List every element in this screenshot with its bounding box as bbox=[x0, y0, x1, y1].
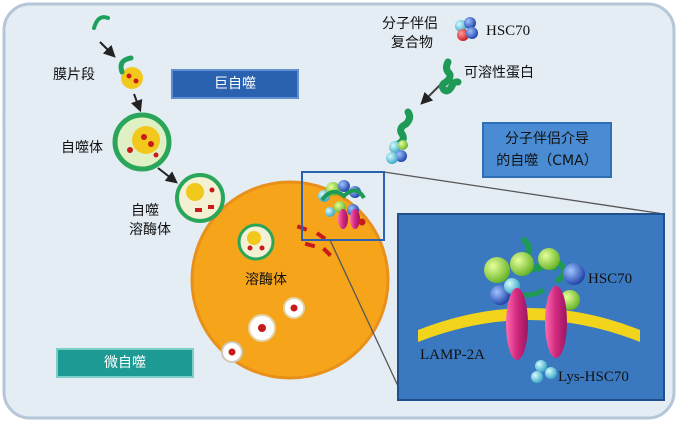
inset-lys-hsc70 bbox=[531, 360, 557, 383]
zoom-connector-top bbox=[383, 171, 665, 215]
lysosome bbox=[192, 182, 388, 378]
lamp2a-label: LAMP-2A bbox=[420, 347, 486, 363]
lysosome-vacuole-2 bbox=[283, 297, 305, 319]
zoom-connector-bottom bbox=[329, 239, 399, 387]
membrane-fragment-label: 膜片段 bbox=[53, 67, 95, 83]
microautophagy-budding-vesicle bbox=[221, 341, 243, 363]
lamp2a-channel-left bbox=[506, 288, 528, 360]
soluble-protein-icon bbox=[438, 58, 462, 95]
substrate-chaperone-approaching bbox=[386, 108, 414, 164]
arrow-2 bbox=[131, 93, 143, 113]
inset-hsc70-complex bbox=[484, 248, 585, 310]
autolysosome-label-line1: 自噬 bbox=[131, 203, 159, 219]
membrane-fragment-stage-1 bbox=[92, 15, 110, 30]
autolysosome-label-line2: 溶酶体 bbox=[129, 222, 171, 238]
lysosome-label: 溶酶体 bbox=[245, 272, 287, 288]
autophagosome-label: 自噬体 bbox=[61, 140, 103, 156]
inset-membrane bbox=[418, 308, 640, 342]
arrow-4 bbox=[420, 83, 442, 105]
zoom-region-box bbox=[301, 171, 385, 241]
chaperone-complex-label-line2: 复合物 bbox=[391, 35, 433, 51]
cma-label-line2: 的自噬（CMA） bbox=[496, 153, 598, 169]
lysosome-internal-vesicle bbox=[237, 223, 275, 261]
autophagosome bbox=[112, 112, 172, 172]
docked-complex bbox=[318, 180, 366, 229]
lys-hsc70-label: Lys-HSC70 bbox=[558, 369, 629, 385]
cma-label-line1: 分子伴侣介导 bbox=[505, 131, 589, 147]
autolysosome bbox=[175, 173, 225, 223]
lysosome-vacuole-1 bbox=[248, 314, 276, 342]
chaperone-complex-label-line1: 分子伴侣 bbox=[382, 16, 438, 32]
chaperone-complex-icon bbox=[455, 17, 478, 41]
soluble-protein-label: 可溶性蛋白 bbox=[464, 65, 534, 81]
macroautophagy-box: 巨自噬 bbox=[171, 69, 299, 99]
lamp2a-channel-right bbox=[545, 286, 567, 358]
lysosome-shading bbox=[190, 180, 390, 380]
microautophagy-box: 微自噬 bbox=[56, 348, 194, 378]
inset-hsc70-label: HSC70 bbox=[588, 271, 633, 287]
membrane-fragment-stage-2 bbox=[118, 55, 143, 89]
cma-box: 分子伴侣介导 的自噬（CMA） bbox=[482, 122, 612, 178]
hsc70-legend-label: HSC70 bbox=[486, 23, 531, 39]
arrow-1 bbox=[99, 41, 116, 58]
arrow-3 bbox=[157, 167, 178, 184]
